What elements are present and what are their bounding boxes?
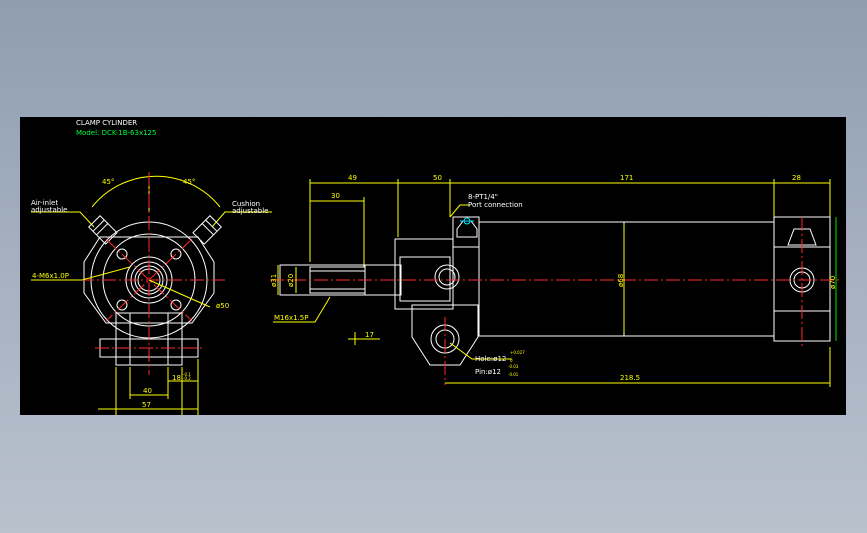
- side-view: 45° 45° Air-inlet adjustable Cushion adj…: [31, 172, 272, 415]
- drawing-model: Model: DCK-1B-63x125: [76, 129, 156, 137]
- air-inlet-leader: [31, 211, 95, 228]
- dim-18: 18: [172, 374, 181, 382]
- rod-thread-leader: [273, 296, 331, 323]
- pin-tol-up: -0.03: [508, 364, 519, 369]
- dim-18-tol-low: -0.2: [183, 376, 191, 381]
- front-clevis: [411, 304, 479, 366]
- air-inlet-label-1: Air-inlet: [31, 199, 58, 207]
- cad-viewport[interactable]: CLAMP CYLINDER Model: DCK-1B-63x125 45° …: [20, 117, 846, 415]
- mount-hole-bl: [116, 299, 128, 311]
- air-inlet-label-2: adjustable: [31, 206, 68, 214]
- dim-phi31: ø31: [270, 274, 278, 287]
- front-head: [394, 238, 454, 310]
- dim-28: 28: [792, 174, 801, 182]
- pin-note: Pin:ø12: [475, 368, 501, 376]
- phi50-leader: [148, 279, 211, 308]
- front-port-circle: [434, 264, 460, 290]
- dim-30: 30: [331, 192, 340, 200]
- dim-phi20: ø20: [287, 274, 295, 287]
- front-view: 49 50 171 28 30: [270, 174, 842, 387]
- hole-leader: [449, 342, 512, 360]
- mount-hole-br: [170, 299, 182, 311]
- cushion-label-2: adjustable: [232, 207, 269, 215]
- mount-hole-tr: [170, 248, 182, 260]
- dim-171: 171: [620, 174, 633, 182]
- hole-tol-low: 0: [510, 358, 513, 363]
- dim-phi50: ø50: [216, 302, 229, 310]
- air-inlet-screw: [88, 215, 118, 245]
- mount-hole-tl: [116, 248, 128, 260]
- port-leader: [449, 204, 470, 218]
- dim-40: 40: [143, 387, 152, 395]
- cylinder-barrel: [478, 221, 775, 337]
- front-head-inner: [399, 256, 451, 302]
- cushion-screw: [192, 215, 222, 245]
- thread-note: 4-M6x1.0P: [32, 272, 69, 280]
- dim-18-tol: -0.1: [183, 372, 191, 377]
- dim-phi68: ø68: [617, 274, 625, 287]
- pin-tol-low: -0.01: [508, 372, 519, 377]
- thread-note-leader: [31, 266, 131, 281]
- cad-drawing: CLAMP CYLINDER Model: DCK-1B-63x125 45° …: [31, 119, 842, 415]
- cushion-label-1: Cushion: [232, 200, 260, 208]
- dim-218-5: 218.5: [620, 374, 640, 382]
- hole-tol-up: +0.027: [510, 350, 525, 355]
- dim-49: 49: [348, 174, 357, 182]
- port-label: Port connection: [468, 201, 523, 209]
- drawing-title: CLAMP CYLINDER: [76, 119, 137, 127]
- rod-thread: M16x1.5P: [274, 314, 308, 322]
- dim-phi70: ø70: [829, 276, 837, 289]
- dim-17: 17: [365, 331, 374, 339]
- side-angle-right: 45°: [183, 178, 195, 186]
- rear-screw: [787, 228, 817, 246]
- port-icon: [463, 217, 471, 225]
- dim-57: 57: [142, 401, 151, 409]
- side-angle-arc: [91, 175, 221, 208]
- dim-50: 50: [433, 174, 442, 182]
- side-angle-left: 45°: [102, 178, 114, 186]
- hole-note: Hole:ø12: [475, 355, 506, 363]
- port-note: 8-PT1/4": [468, 193, 498, 201]
- end-cap-outline: [83, 236, 215, 324]
